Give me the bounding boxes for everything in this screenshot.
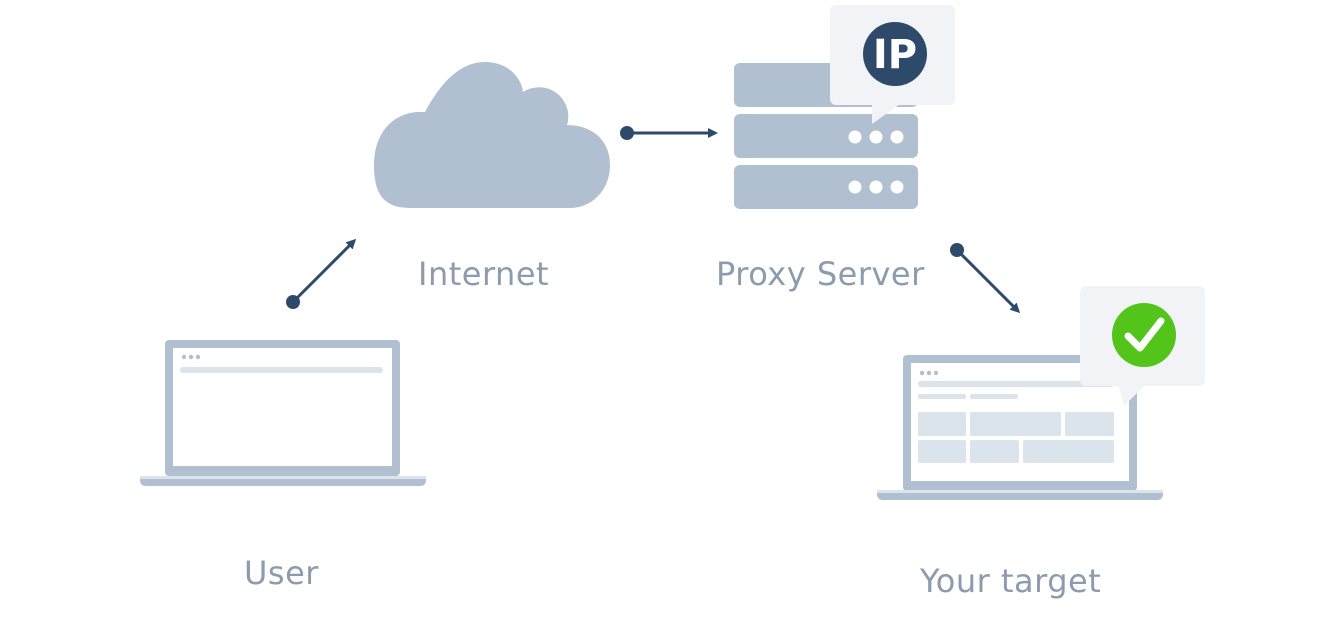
arrow-proxy-to-target (950, 243, 1021, 314)
checkmark-icon (1080, 286, 1205, 406)
proxy-server-label: Proxy Server (716, 255, 925, 293)
internet-label: Internet (418, 255, 550, 293)
arrow-internet-to-proxy (620, 126, 718, 140)
user-label: User (244, 554, 319, 592)
arrow-user-to-internet (286, 238, 357, 309)
target-label: Your target (920, 562, 1102, 600)
laptop-icon (140, 340, 426, 486)
cloud-icon (374, 62, 610, 208)
ip-badge-text: IP (873, 32, 917, 78)
laptop-icon (877, 355, 1163, 500)
ip-badge-icon: IP (830, 5, 955, 124)
